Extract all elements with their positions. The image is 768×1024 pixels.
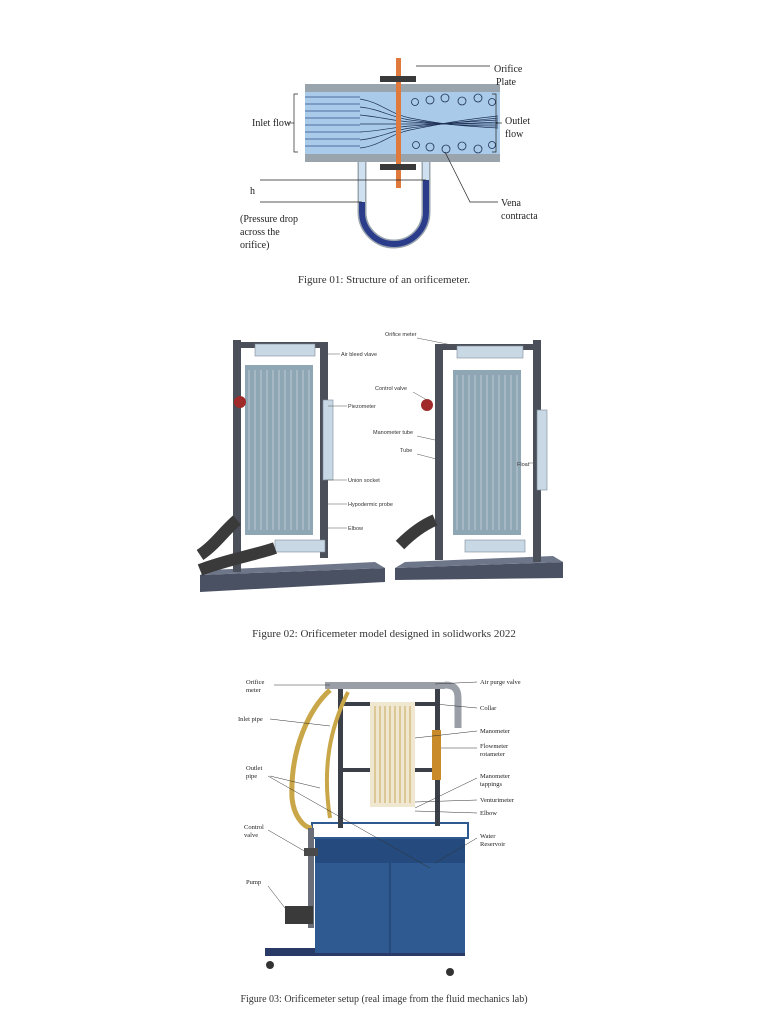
label-elbow-model: Elbow: [348, 526, 363, 532]
figure-3-lab-setup-photo: Orifice meter Inlet pipe Outlet pipe Con…: [238, 679, 521, 976]
label-flowmeter-1: Flowmeter: [480, 743, 509, 750]
label-vena-contracta-2: contracta: [501, 211, 538, 222]
label-pump: Pump: [246, 879, 261, 886]
label-control-valve-photo-1: Control: [244, 824, 264, 831]
u-tube-manometer: [357, 162, 431, 249]
inlet-hose: [289, 688, 332, 831]
label-float: Float: [517, 462, 530, 468]
orifice-meter-pipe: [325, 682, 445, 689]
control-valve-photo: [304, 848, 318, 856]
left-model: [196, 340, 385, 592]
label-outlet-flow-2: flow: [505, 129, 524, 140]
pump: [285, 906, 313, 924]
label-inlet-pipe: Inlet pipe: [238, 716, 263, 723]
figure-3-caption: Figure 03: Orificemeter setup (real imag…: [240, 994, 528, 1005]
label-piezometer: Piezometer: [348, 404, 376, 410]
label-control-valve-model: Control valve: [375, 386, 407, 392]
orifice-flange-top: [380, 76, 416, 82]
label-air-bleed-valve: Air bleed vlave: [341, 352, 377, 358]
label-water-reservoir-2: Reservoir: [480, 841, 506, 848]
figure-1-caption: Figure 01: Structure of an orificemeter.: [297, 274, 471, 286]
flowmeter-rotameter: [432, 730, 441, 780]
figure-2-solidworks-model: Air bleed vlave Piezometer Union socket …: [196, 332, 563, 592]
label-manometer-tappings-2: tappings: [480, 781, 502, 788]
label-venturimeter: Venturimeter: [480, 797, 515, 804]
label-air-purge-valve: Air purge valve: [480, 679, 521, 686]
label-manometer-tappings-1: Manometer: [480, 773, 511, 780]
label-hypodermic-probe: Hypodermic probe: [348, 502, 393, 508]
label-outlet-flow-1: Outlet: [505, 116, 530, 127]
label-orifice-plate-1: Orifice: [494, 64, 523, 75]
label-control-valve-photo-2: valve: [244, 832, 258, 839]
figure-1-orificemeter-diagram: Orifice Plate Inlet flow Outlet flow Ven…: [240, 58, 538, 251]
label-pressure-drop-1: (Pressure drop: [240, 214, 298, 225]
label-elbow-photo: Elbow: [480, 810, 497, 817]
h-marker: [260, 179, 426, 203]
label-outlet-pipe-2: pipe: [246, 773, 257, 780]
label-orifice-meter-photo-1: Orifice: [246, 679, 265, 686]
label-water-reservoir-1: Water: [480, 833, 496, 840]
label-vena-contracta-1: Vena: [501, 198, 522, 209]
label-pressure-drop-2: across the: [240, 227, 280, 238]
label-orifice-meter-model: Orifice meter: [385, 332, 417, 338]
pipe-bottom-wall: [305, 154, 500, 162]
label-tube: Tube: [400, 448, 412, 454]
orifice-plate: [396, 58, 401, 188]
figure-2-leader-lines: [325, 337, 537, 529]
label-inlet-flow: Inlet flow: [252, 118, 292, 129]
label-orifice-meter-photo-2: meter: [246, 687, 262, 694]
converging-streamlines: [359, 98, 499, 149]
right-model: [395, 340, 563, 580]
manometer-board: [370, 702, 415, 807]
label-outlet-pipe-1: Outlet: [246, 765, 262, 772]
orifice-flange-bottom: [380, 164, 416, 170]
label-union-socket: Union socket: [348, 478, 380, 484]
eddies: [411, 93, 496, 154]
figure-2-caption: Figure 02: Orificemeter model designed i…: [252, 628, 516, 640]
leader-lines: [288, 65, 502, 203]
label-manometer: Manometer: [480, 728, 511, 735]
label-pressure-drop-3: orifice): [240, 240, 269, 251]
pipe-top-wall: [305, 84, 500, 92]
inlet-streamlines: [305, 96, 360, 147]
label-orifice-plate-2: Plate: [496, 77, 517, 88]
label-manometer-tube: Manometer tube: [373, 430, 413, 436]
figure-3-leader-lines: [267, 681, 478, 913]
label-collar: Collar: [480, 705, 497, 712]
label-flowmeter-2: rotameter: [480, 751, 506, 758]
label-h: h: [250, 186, 255, 197]
